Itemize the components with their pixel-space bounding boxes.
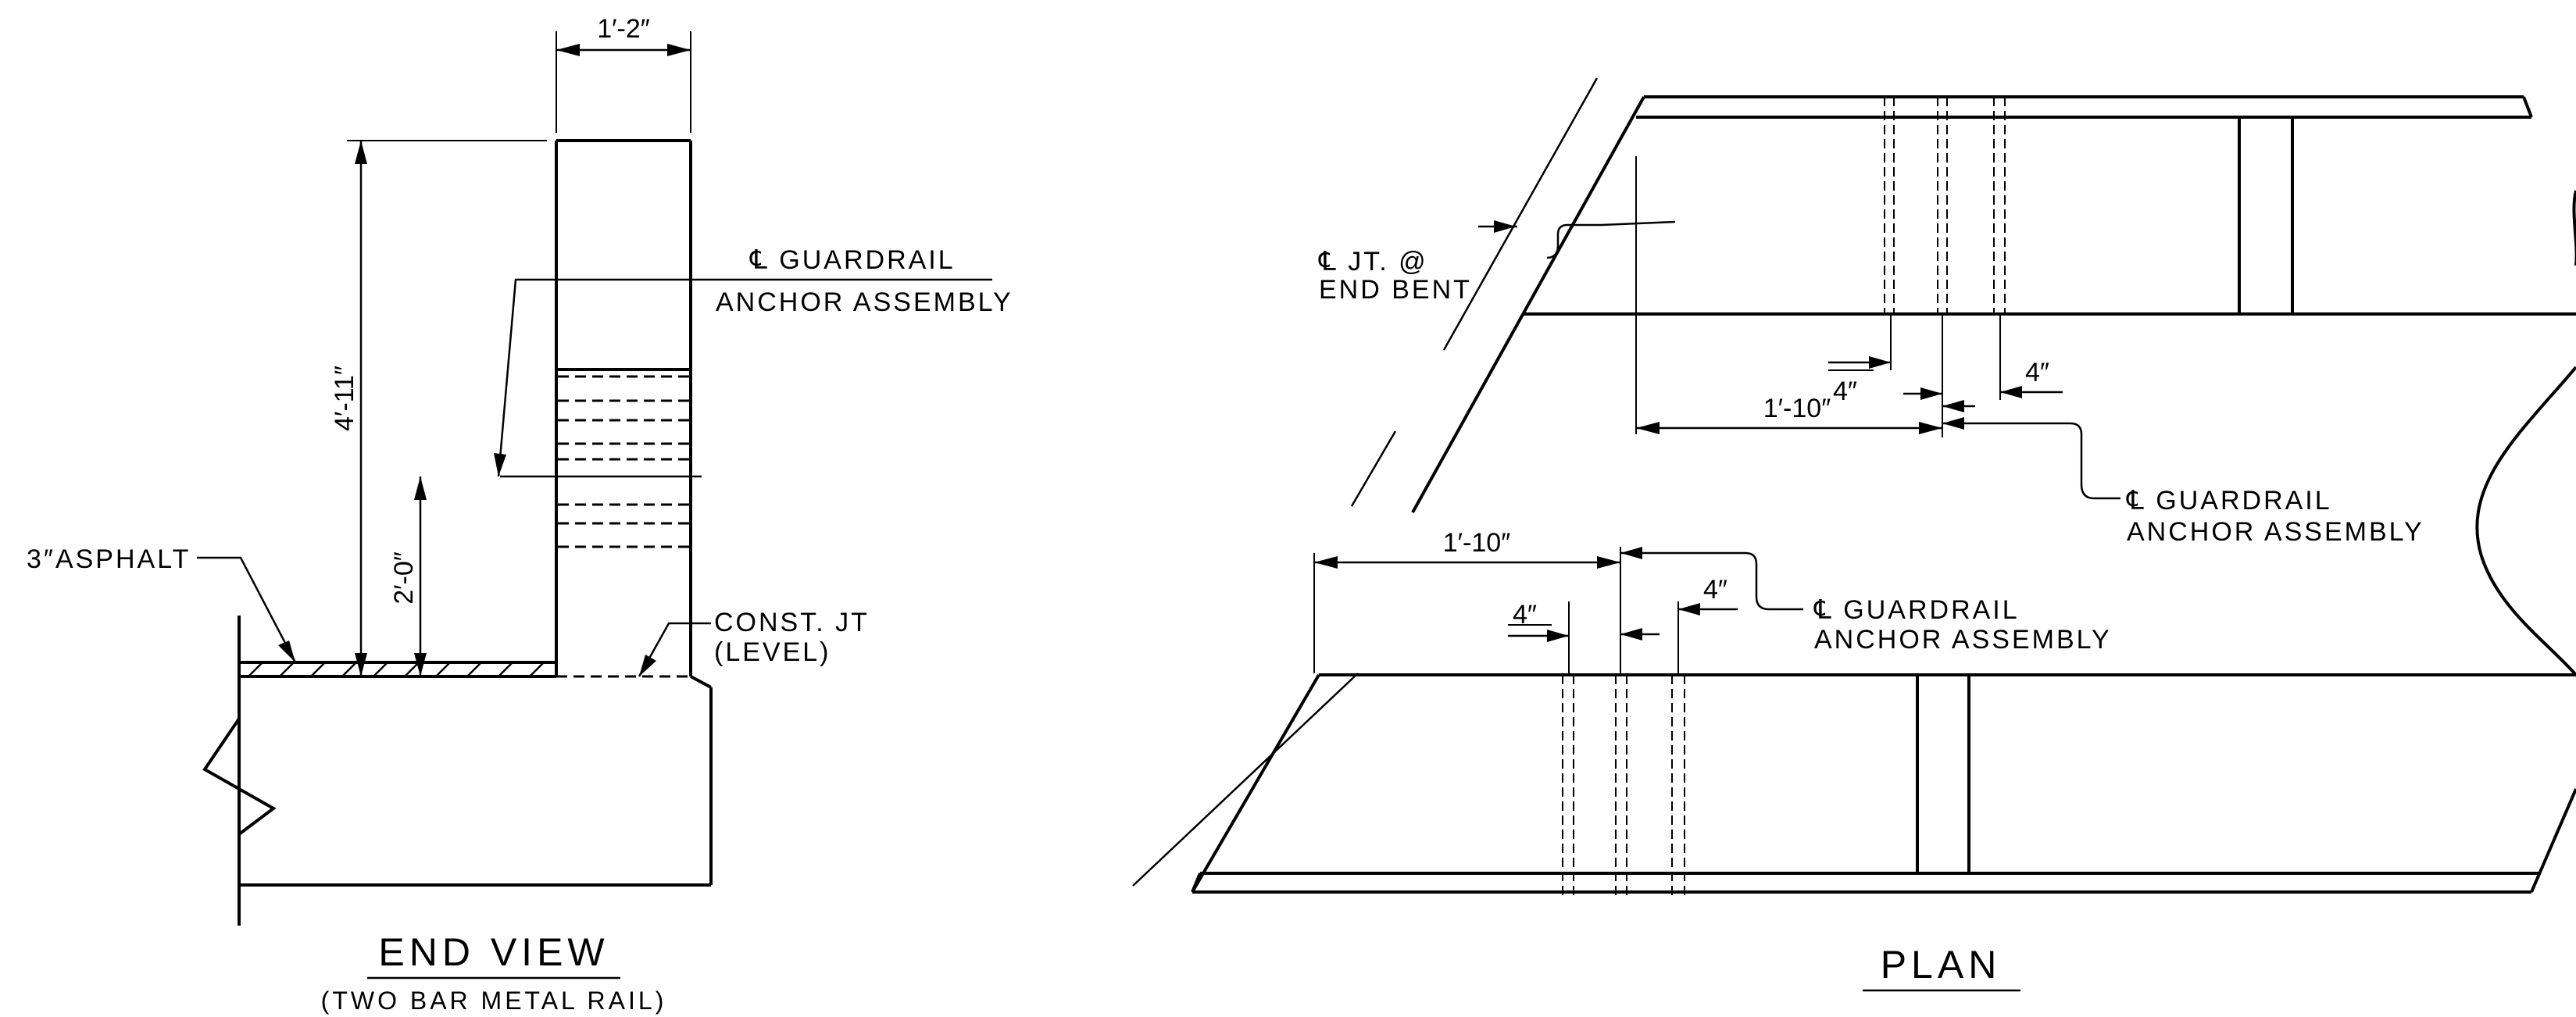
plan-view: ℄ JT. @ END BENT 4″ 4″ 1′-10″	[1132, 77, 2576, 992]
end-view-label-asphalt: 3″ASPHALT	[27, 544, 191, 574]
end-view-label-const-jt: CONST. JT	[714, 608, 870, 637]
plan-upper-dim-4-left: 4″	[1833, 376, 1857, 406]
end-view-dim-width: 1′-2″	[597, 14, 650, 44]
plan-lower-cl-guardrail-callout: ℄ GUARDRAIL ANCHOR ASSEMBLY	[1620, 547, 2112, 655]
end-view-label-anchor-assembly: ANCHOR ASSEMBLY	[716, 287, 1013, 317]
plan-upper-cl-guardrail-callout: ℄ GUARDRAIL ANCHOR ASSEMBLY	[1942, 417, 2424, 547]
end-bent-joint-line-lower	[1132, 673, 1359, 887]
plan-upper-label-anchor-assembly: ANCHOR ASSEMBLY	[2127, 517, 2424, 547]
end-view-label-level: (LEVEL)	[714, 637, 831, 667]
plan-upper-dim-1-10: 1′-10″	[1763, 394, 1831, 423]
asphalt-layer	[239, 661, 556, 678]
end-view-subtitle: (TWO BAR METAL RAIL)	[321, 987, 667, 1015]
plan-break-top	[2572, 190, 2576, 266]
end-view-dim-anchor-height: 2′-0″	[389, 551, 419, 605]
plan-lower-label-anchor-assembly: ANCHOR ASSEMBLY	[1814, 625, 2112, 655]
end-view-cl-guardrail-callout: ℄ GUARDRAIL ANCHOR ASSEMBLY	[494, 245, 1013, 477]
asphalt-callout: 3″ASPHALT	[27, 544, 297, 663]
plan-lower-label-cl-guardrail: ℄ GUARDRAIL	[1813, 595, 2020, 625]
plan-label-cl-jt: ℄ JT. @	[1318, 247, 1428, 277]
plan-lower-dimensions: 1′-10″ 4″ 4″	[1313, 528, 1738, 673]
plan-upper-dim-4-right: 4″	[2025, 358, 2049, 387]
plan-lower-dim-1-10: 1′-10″	[1443, 528, 1510, 558]
plan-lower-slab	[1191, 673, 2576, 898]
plan-title: PLAN	[1881, 943, 2002, 987]
end-view: 1′-2″ 4′-11″ 2′-0″ ℄ GUARDRAIL ANCHOR AS…	[27, 14, 1013, 1015]
plan-upper-label-cl-guardrail: ℄ GUARDRAIL	[2126, 486, 2332, 516]
end-view-title: END VIEW	[378, 930, 609, 974]
end-bent-joint-line-upper	[1442, 77, 1599, 351]
plan-label-end-bent: END BENT	[1319, 275, 1472, 305]
plan-upper-dimensions: 4″ 4″ 1′-10″	[1635, 156, 2063, 437]
dimension-anchor-height: 2′-0″	[389, 476, 427, 676]
dimension-width: 1′-2″	[556, 14, 691, 133]
plan-break-curve	[2475, 366, 2576, 676]
hidden-anchor-bars	[558, 375, 689, 548]
plan-upper-slab	[1411, 95, 2576, 513]
dimension-height: 4′-11″	[330, 140, 547, 676]
plan-lower-dim-4-right: 4″	[1703, 575, 1727, 605]
end-bent-callout: ℄ JT. @ END BENT	[1318, 220, 1676, 305]
end-view-label-cl-guardrail: ℄ GUARDRAIL	[749, 245, 956, 275]
plan-lower-dim-4-left: 4″	[1513, 600, 1537, 630]
end-bent-joint-line-mid	[1350, 430, 1397, 507]
end-view-dim-height: 4′-11″	[330, 366, 359, 431]
const-jt-callout: CONST. JT (LEVEL)	[638, 608, 870, 677]
